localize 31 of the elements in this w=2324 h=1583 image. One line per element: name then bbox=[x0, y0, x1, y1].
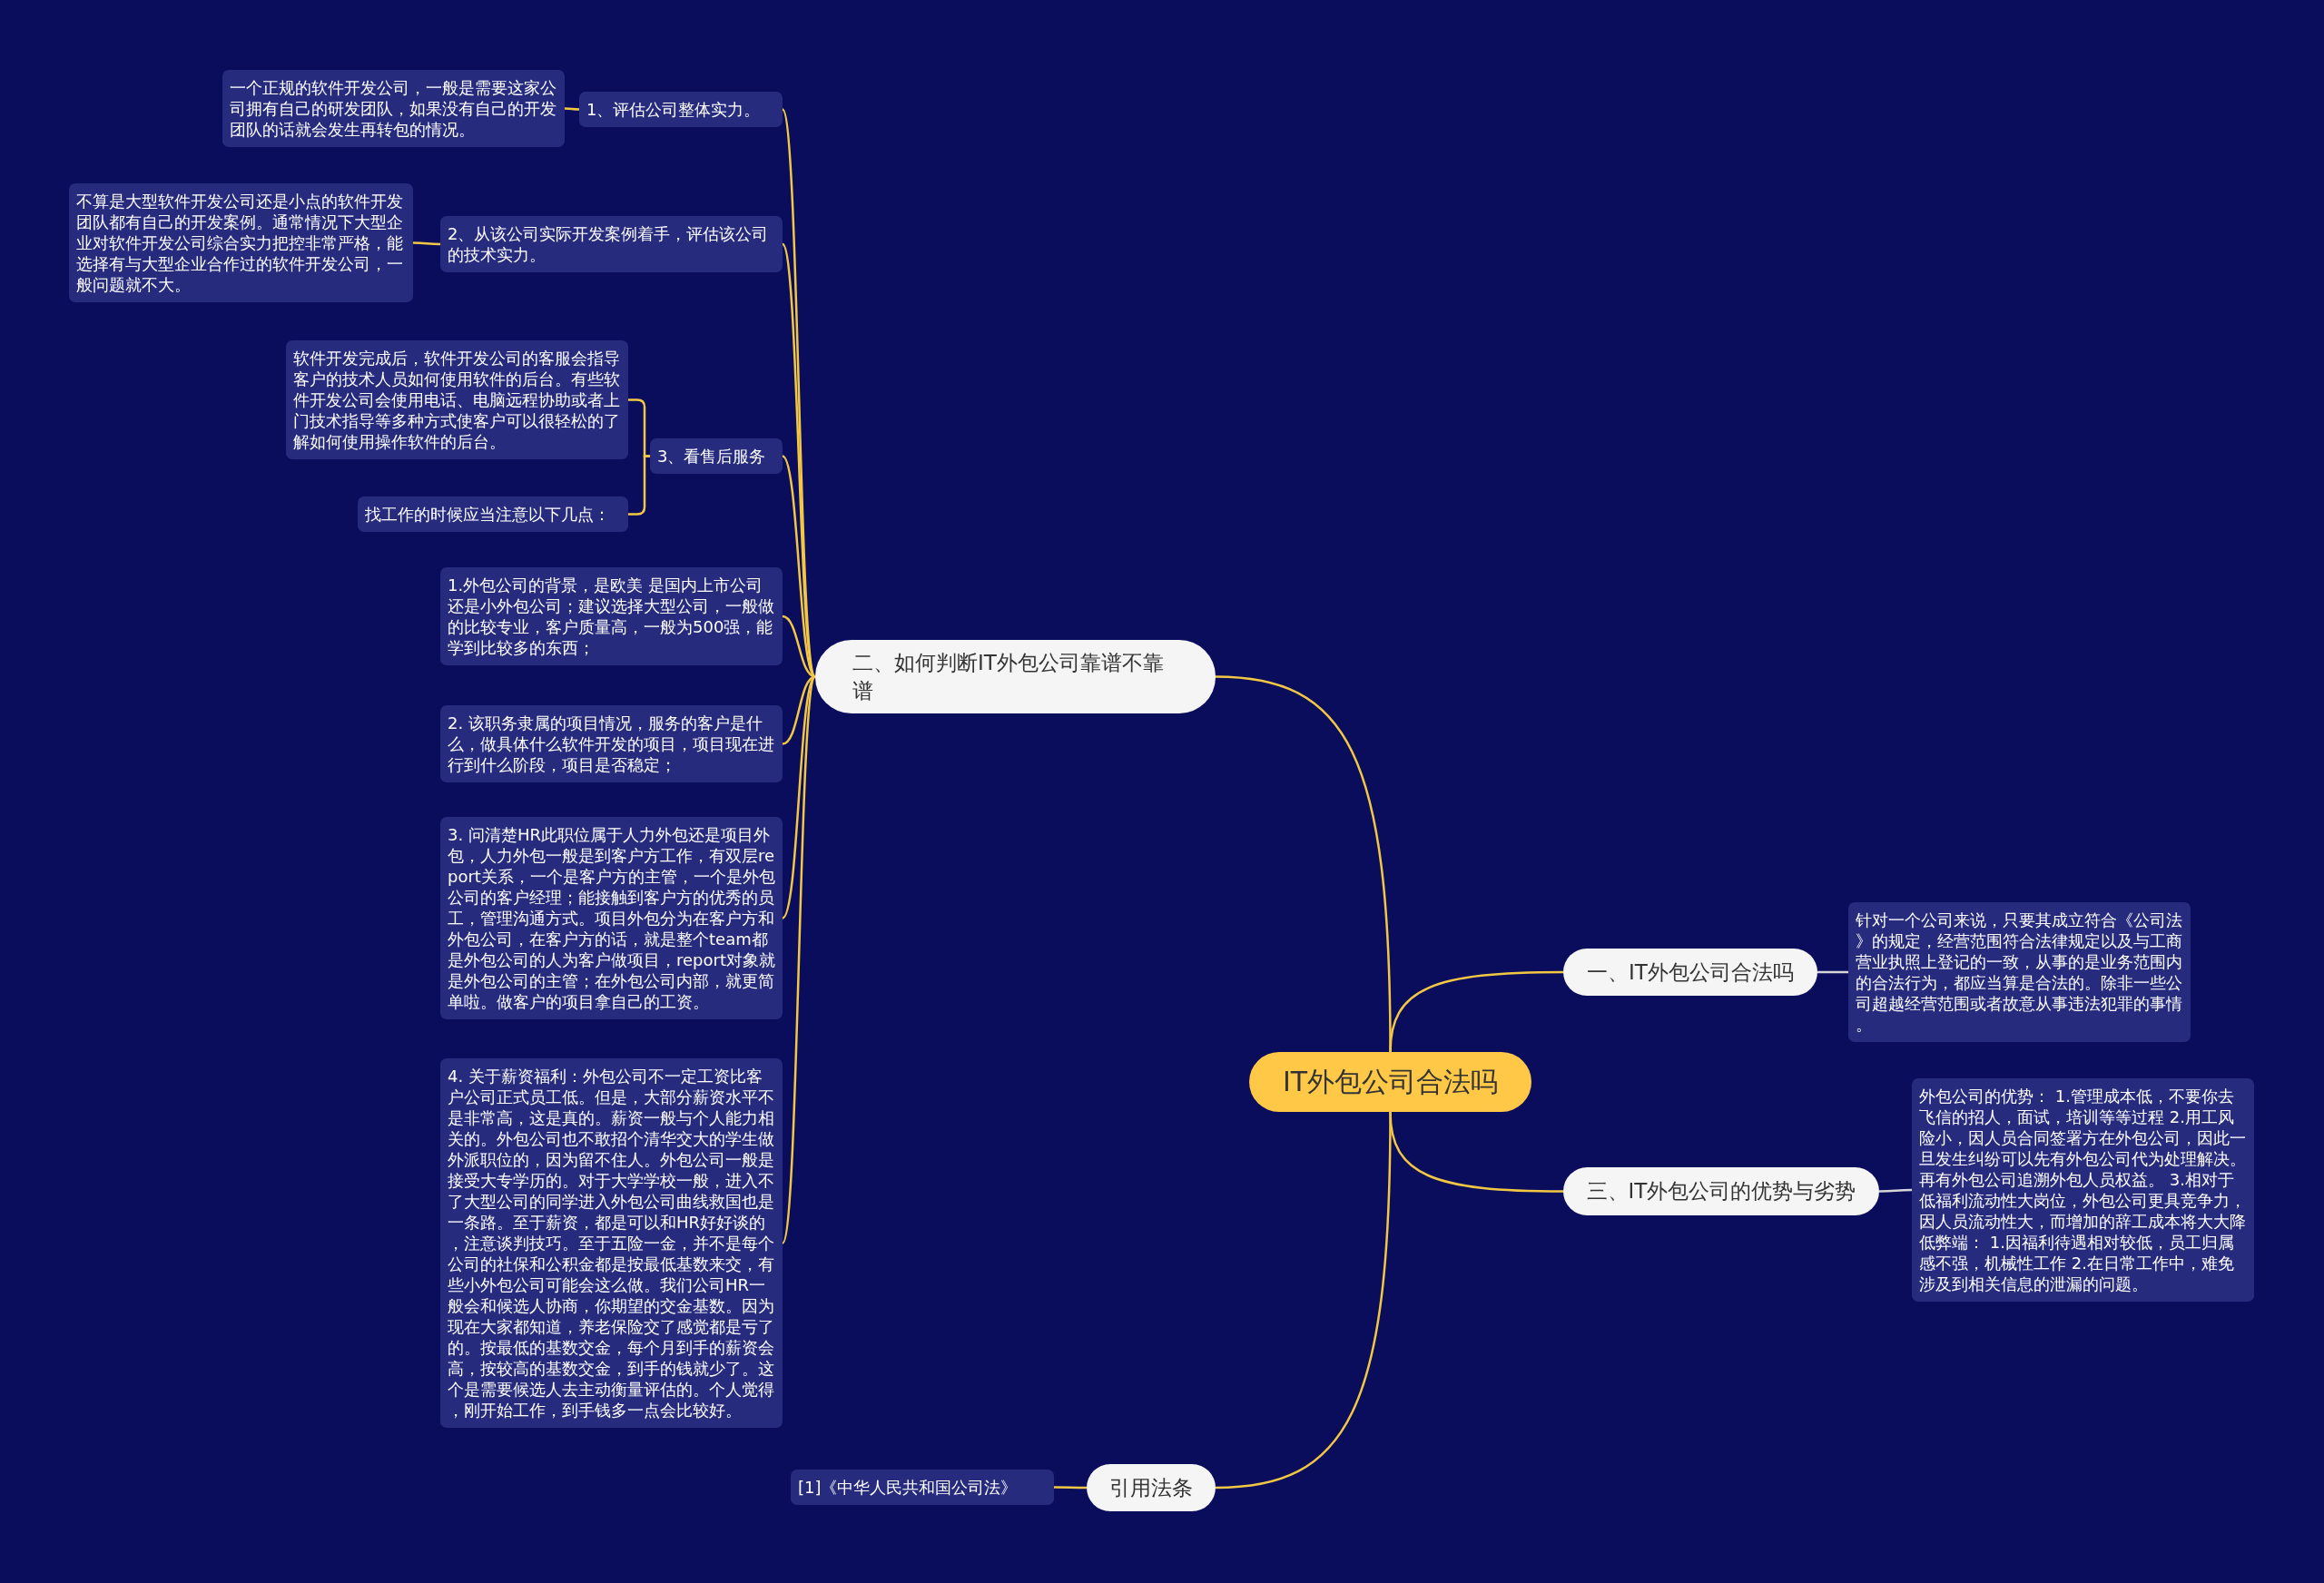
connector-line bbox=[1817, 970, 1848, 974]
note-card: 一个正规的软件开发公司，一般是需要这家公司拥有自己的研发团队，如果没有自己的开发团队的话就会发生再转包的情况。 bbox=[222, 70, 565, 147]
branch-topic-pill: 三、IT外包公司的优势与劣势 bbox=[1563, 1167, 1879, 1215]
connector-line bbox=[1879, 1188, 1912, 1193]
subtopic-card: 3、看售后服务 bbox=[650, 438, 783, 474]
note-card: 外包公司的优势： 1.管理成本低，不要你去飞信的招人，面试，培训等等过程 2.用工风险小，因人员合同签署方在外包公司，因此一旦发生纠纷可以先有外包公司代为处理解决。再有外包公司追溯外包人员权益。 3.相对于低福利流动性大岗位，外包公司更具竞争力，因人员流动性大，而增加的辞工成本将大大降低弊端： 1.因福利待遇相对较低，员工归属感不强，机械性工作 2.在日常工作中，难免涉及到相关信息的泄漏的问题。 bbox=[1912, 1078, 2254, 1302]
branch-topic-pill: 引用法条 bbox=[1087, 1464, 1216, 1511]
subtopic-card: 1、评估公司整体实力。 bbox=[579, 92, 783, 127]
connector-line bbox=[781, 243, 817, 677]
note-card: [1]《中华人民共和国公司法》 bbox=[791, 1470, 1054, 1505]
connector-line bbox=[1054, 1486, 1087, 1490]
connector-line bbox=[628, 455, 650, 516]
subtopic-card: 2、从该公司实际开发案例着手，评估该公司的技术实力。 bbox=[440, 216, 783, 272]
note-card: 针对一个公司来说，只要其成立符合《公司法》的规定，经营范围符合法律规定以及与工商营业执照上登记的一致，从事的是业务范围内的合法行为，都应当算是合法的。除非一些公司超越经营范围或者故意从事违法犯罪的事情。 bbox=[1848, 902, 2191, 1042]
branch-topic-pill: 一、IT外包公司合法吗 bbox=[1563, 949, 1817, 996]
connector-line bbox=[413, 241, 440, 246]
note-card: 1.外包公司的背景，是欧美 是国内上市公司还是小外包公司；建议选择大型公司，一般做的比较专业，客户质量高，一般为500强，能学到比较多的东西； bbox=[440, 567, 783, 665]
note-card: 软件开发完成后，软件开发公司的客服会指导客户的技术人员如何使用软件的后台。有些软件开发公司会使用电话、电脑远程协助或者上门技术指导等多种方式使客户可以很轻松的了解如何使用操作软件的后台。 bbox=[286, 340, 628, 459]
branch-topic-pill: 二、如何判断IT外包公司靠谱不靠谱 bbox=[815, 640, 1216, 713]
connector-line bbox=[782, 675, 816, 919]
note-card: 找工作的时候应当注意以下几点： bbox=[358, 497, 628, 532]
connector-line bbox=[1389, 970, 1563, 1053]
connector-line bbox=[782, 675, 816, 745]
note-card: 2. 该职务隶属的项目情况，服务的客户是什么，做具体什么软件开发的项目，项目现在进行到什么阶段，项目是否稳定； bbox=[440, 705, 783, 782]
connector-line bbox=[781, 676, 817, 1244]
connector-line bbox=[564, 107, 580, 111]
note-card: 4. 关于薪资福利：外包公司不一定工资比客户公司正式员工低。但是，大部分薪资水平不是非常高，这是真的。薪资一般与个人能力相关的。外包公司也不敢招个清华交大的学生做外派职位的，因为留不住人。外包公司一般是接受大专学历的。对于大学学校一般，进入不了大型公司的同学进入外包公司曲线救国也是一条路。至于薪资，都是可以和HR好好谈的，注意谈判技巧。至于五险一金，并不是每个公司的社保和公积金都是按最低基数来交，有些小外包公司可能会这么做。我们公司HR一般会和候选人协商，你期望的交金基数。因为现在大家都知道，养老保险交了感觉都是亏了的。按最低的基数交金，每个月到手的薪资会高，按较高的基数交金，到手的钱就少了。这个是需要候选人去主动衡量评估的。个人觉得，刚开始工作，到手钱多一点会比较好。 bbox=[440, 1058, 783, 1428]
central-topic-pill: IT外包公司合法吗 bbox=[1249, 1052, 1531, 1112]
note-card: 3. 问清楚HR此职位属于人力外包还是项目外包，人力外包一般是到客户方工作，有双层report关系，一个是客户方的主管，一个是外包公司的客户经理；能接触到客户方的优秀的员工，管理沟通方式。项目外包分为在客户方和外包公司，在客户方的话，就是整个team都是外包公司的人为客户做项目，report对象就是外包公司的主管；在外包公司内部，就更简单啦。做客户的项目拿自己的工资。 bbox=[440, 817, 783, 1019]
note-card: 不算是大型软件开发公司还是小点的软件开发团队都有自己的开发案例。通常情况下大型企业对软件开发公司综合实力把控非常严格，能选择有与大型企业合作过的软件开发公司，一般问题就不大。 bbox=[69, 183, 413, 302]
connector-line bbox=[1215, 1112, 1392, 1490]
